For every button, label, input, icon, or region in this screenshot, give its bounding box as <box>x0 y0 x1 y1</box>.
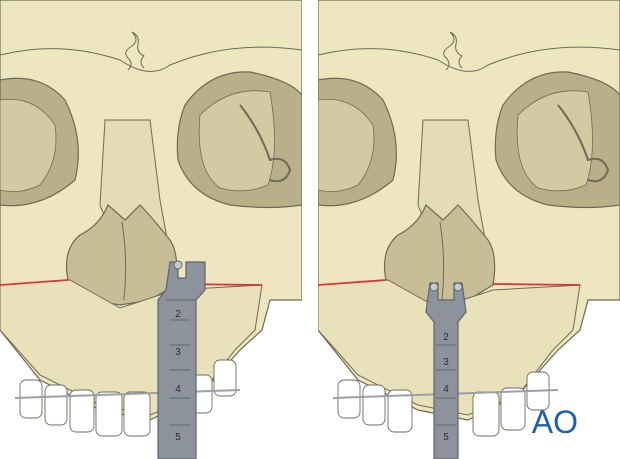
depth-gauge-right: 2 3 4 5 <box>425 282 467 459</box>
scale-mark: 2 <box>175 309 181 320</box>
suture-line <box>443 31 463 71</box>
braces-row <box>19 359 237 437</box>
scale-mark: 5 <box>175 432 181 443</box>
scale-mark: 3 <box>175 347 181 358</box>
scale-mark: 4 <box>175 384 181 395</box>
scale-mark: 4 <box>443 384 449 395</box>
suture-line <box>125 31 145 71</box>
scale-mark: 3 <box>443 357 449 368</box>
skull-illustration-left: 2 3 4 5 <box>0 0 302 459</box>
brow-line <box>318 46 620 72</box>
panel-right: 2 3 4 5 <box>318 0 620 459</box>
skull-illustration-right: 2 3 4 5 <box>318 0 620 459</box>
osteotomy-line <box>318 279 581 286</box>
scale-mark: 5 <box>443 432 449 443</box>
braces-row <box>337 371 550 437</box>
panel-left: 2 3 4 5 <box>0 0 302 459</box>
scale-mark: 2 <box>443 332 449 343</box>
brow-line <box>0 46 302 72</box>
depth-gauge-left: 2 3 4 5 <box>157 260 206 459</box>
